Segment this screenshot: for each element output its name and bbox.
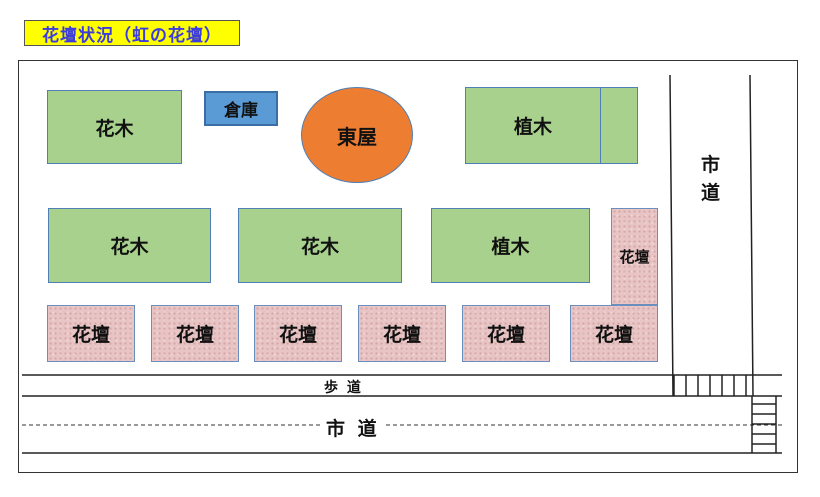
- area-kadan-2: 花壇: [151, 305, 239, 362]
- city-road-right-label-1: 市: [701, 154, 721, 176]
- map-title: 花壇状況（虹の花壇）: [24, 20, 240, 46]
- crosswalk-vertical: [751, 396, 777, 453]
- city-road-bottom-label: 市 道: [322, 414, 384, 441]
- city-road-right-label-2: 道: [701, 182, 721, 204]
- area-shokuboku-top-extension: [600, 87, 638, 164]
- area-kadan-side: 花壇: [611, 208, 658, 305]
- area-kadan-4: 花壇: [358, 305, 446, 362]
- area-kaboku-top: 花木: [47, 90, 182, 164]
- crosswalk-horizontal: [673, 375, 747, 396]
- sidewalk-label: 歩 道: [324, 380, 363, 396]
- area-azumaya: 東屋: [301, 87, 413, 183]
- area-kadan-1: 花壇: [47, 305, 135, 362]
- area-shokuboku-top: 植木: [465, 87, 601, 164]
- area-kadan-3: 花壇: [254, 305, 342, 362]
- area-kadan-6: 花壇: [570, 305, 658, 362]
- area-shokuboku-mid: 植木: [431, 208, 590, 283]
- map-frame: [18, 60, 798, 473]
- area-souko: 倉庫: [204, 91, 278, 126]
- area-kaboku-mid-1: 花木: [48, 208, 211, 283]
- area-kadan-5: 花壇: [462, 305, 550, 362]
- area-kaboku-mid-2: 花木: [238, 208, 402, 283]
